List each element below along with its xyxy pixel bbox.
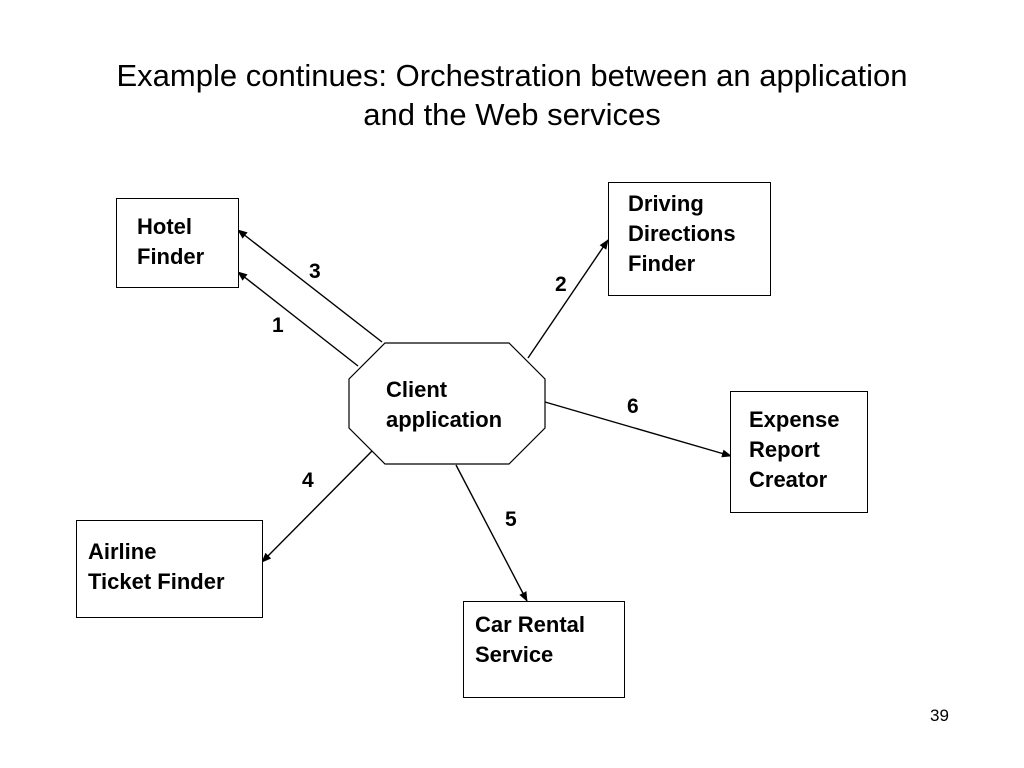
- arrow-step-4-to-airline-ticket: [261, 449, 374, 563]
- client-application-label: Client application: [386, 375, 502, 435]
- expense-report-creator-box: Expense Report Creator: [730, 391, 868, 513]
- step-label-6: 6: [627, 395, 639, 418]
- expense-report-label-line-3: Creator: [749, 467, 828, 492]
- car-rental-label-line-2: Service: [475, 642, 554, 667]
- hotel-finder-box: Hotel Finder: [116, 198, 239, 288]
- hotel-finder-label-line-2: Finder: [137, 244, 205, 269]
- airline-ticket-label-line-2: Ticket Finder: [88, 569, 225, 594]
- step-label-5: 5: [505, 508, 517, 531]
- expense-report-label-line-2: Report: [749, 437, 820, 462]
- step-label-4: 4: [302, 469, 314, 492]
- car-rental-service-box: Car Rental Service: [463, 601, 625, 698]
- page-number: 39: [930, 706, 949, 725]
- arrow-step-5-to-car-rental: [455, 464, 528, 602]
- driving-directions-finder-box: Driving Directions Finder: [608, 182, 771, 296]
- driving-directions-label-line-1: Driving: [628, 191, 704, 216]
- step-label-2: 2: [555, 273, 567, 296]
- arrow-step-2-to-driving-directions: [527, 239, 609, 359]
- airline-ticket-finder-box: Airline Ticket Finder: [76, 520, 263, 618]
- expense-report-label-line-1: Expense: [749, 407, 840, 432]
- arrow-step-1-to-hotel-finder: [237, 271, 359, 367]
- client-application-label-line-2: application: [386, 407, 503, 432]
- slide-title: Example continues: Orchestration between…: [40, 56, 984, 134]
- client-application-label-line-1: Client: [386, 377, 448, 402]
- slide-title-line-2: and the Web services: [363, 97, 661, 132]
- airline-ticket-label-line-1: Airline: [88, 539, 157, 564]
- slide-title-line-1: Example continues: Orchestration between…: [116, 58, 908, 93]
- hotel-finder-label-line-1: Hotel: [137, 214, 192, 239]
- step-label-3: 3: [309, 260, 321, 283]
- car-rental-label-line-1: Car Rental: [475, 612, 586, 637]
- step-label-1: 1: [272, 314, 284, 337]
- driving-directions-label-line-3: Finder: [628, 251, 696, 276]
- driving-directions-label-line-2: Directions: [628, 221, 736, 246]
- arrow-step-3-to-hotel-finder: [237, 229, 383, 343]
- client-application-octagon: [348, 342, 546, 465]
- arrow-step-6-to-expense-report: [544, 401, 732, 458]
